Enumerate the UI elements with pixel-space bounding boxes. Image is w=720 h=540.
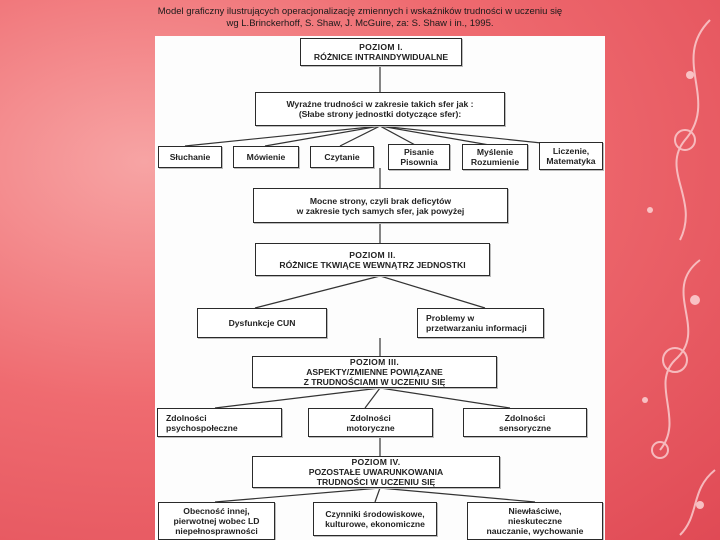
sphere-thinking: Myślenie Rozumienie (462, 144, 528, 170)
floral-decoration (642, 19, 716, 536)
level-3-box: POZIOM III. ASPEKTY/ZMIENNE POWIĄZANE Z … (252, 356, 497, 388)
diagram-sheet: POZIOM I. RÓŻNICE INTRAINDYWIDUALNE Wyra… (155, 36, 605, 540)
level-4-box: POZIOM IV. POZOSTAŁE UWARUNKOWANIA TRUDN… (252, 456, 500, 488)
psychosocial-abilities-box: Zdolności psychospołeczne (157, 408, 282, 437)
level-2-box: POZIOM II. RÓŻNICE TKWIĄCE WEWNĄTRZ JEDN… (255, 243, 490, 276)
motor-abilities-box: Zdolności motoryczne (308, 408, 433, 437)
slide-caption: Model graficzny ilustrujących operacjona… (0, 6, 720, 30)
ineffective-teaching-box: Niewłaściwe, nieskuteczne nauczanie, wyc… (467, 502, 603, 540)
sphere-reading: Czytanie (310, 146, 374, 168)
connector-lines (184, 66, 571, 503)
sphere-writing: Pisanie Pisownia (388, 144, 450, 170)
strengths-box: Mocne strony, czyli brak deficytów w zak… (253, 188, 508, 223)
caption-line-1: Model graficzny ilustrujących operacjona… (157, 6, 563, 17)
sphere-math: Liczenie, Matematyka (539, 142, 603, 170)
sphere-listening: Słuchanie (158, 146, 222, 168)
difficulties-box: Wyraźne trudności w zakresie takich sfer… (255, 92, 505, 126)
level-1-box: POZIOM I. RÓŻNICE INTRAINDYWIDUALNE (300, 38, 462, 66)
primary-disability-box: Obecność innej, pierwotnej wobec LD niep… (158, 502, 275, 540)
sphere-speaking: Mówienie (233, 146, 299, 168)
cns-dysfunction-box: Dysfunkcje CUN (197, 308, 327, 338)
information-processing-box: Problemy w przetwarzaniu informacji (417, 308, 544, 338)
environmental-factors-box: Czynniki środowiskowe, kulturowe, ekonom… (313, 502, 437, 536)
caption-line-2: wg L.Brinckerhoff, S. Shaw, J. McGuire, … (226, 18, 494, 29)
sensory-abilities-box: Zdolności sensoryczne (463, 408, 587, 437)
